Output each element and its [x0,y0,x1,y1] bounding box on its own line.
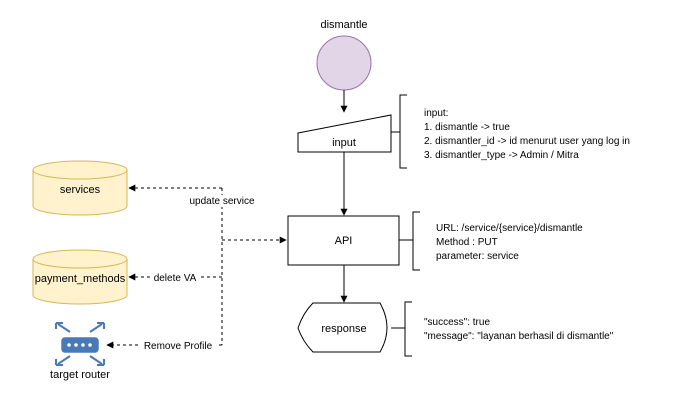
services-datastore: services [32,160,128,216]
api-note-brace [412,211,420,271]
input-node-shape [297,114,392,153]
start-label: dismantle [320,19,367,31]
router-icon [55,322,105,366]
response-node-label: response [321,323,366,335]
payment-methods-datastore: payment_methods [32,249,128,305]
input-note-brace [399,94,407,169]
input-note-line-4: 3. dismantler_type -> Admin / Mitra [424,150,579,161]
response-note-brace [404,301,412,357]
edge-label-update-service: update service [189,196,254,207]
payment-methods-label: payment_methods [35,273,126,285]
input-node-label: input [332,137,356,149]
input-note-line-3: 2. dismantler_id -> id menurut user yang… [424,136,630,147]
api-note-line-2: Method : PUT [436,237,498,248]
api-note-line-1: URL: /service/{service}/dismantle [436,223,583,234]
api-node-label: API [335,235,353,247]
input-note-line-1: input: [424,108,448,119]
input-note-line-2: 1. dismantle -> true [424,122,510,133]
edge-label-delete-va: delete VA [154,273,197,284]
response-node-shape [297,302,388,353]
response-note-line-1: "success": true [424,317,490,328]
start-circle [316,35,372,91]
edge-label-remove-profile: Remove Profile [144,341,213,352]
router-label: target router [50,369,110,381]
api-node-shape [287,215,400,266]
services-label: services [60,184,101,196]
api-note-line-3: parameter: service [436,251,519,262]
response-note-line-2: "message": "layanan berhasil di dismantl… [424,331,614,342]
